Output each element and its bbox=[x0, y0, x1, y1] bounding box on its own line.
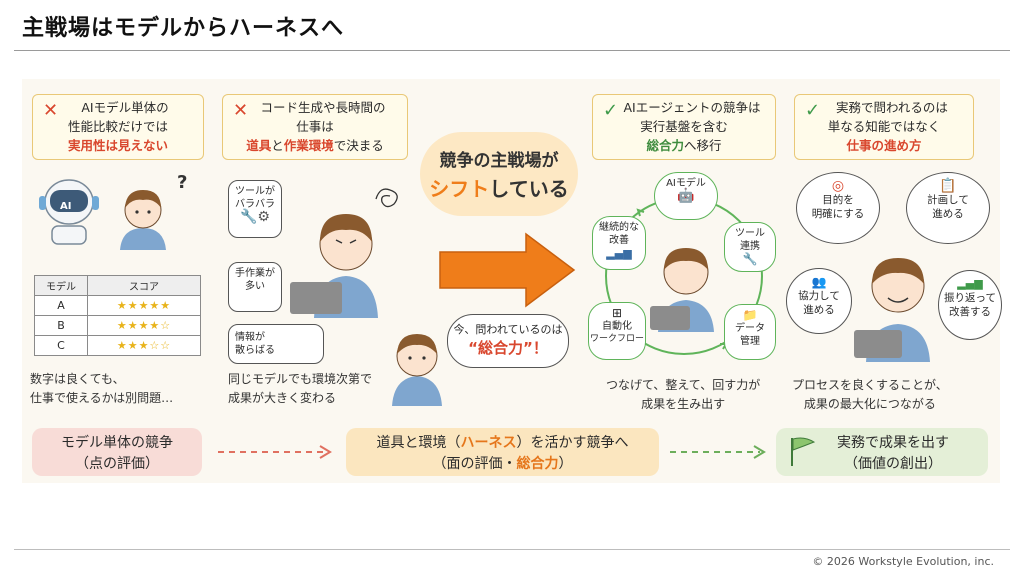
card-line: 実行基盤を含む bbox=[640, 119, 728, 134]
happy-person-laptop-icon bbox=[854, 258, 930, 362]
check-icon: ✓ bbox=[805, 100, 821, 121]
bubble-tools-scattered: ツールがバラバラ 🔧⚙ bbox=[228, 180, 282, 238]
card-line: 単なる知能ではなく bbox=[827, 119, 941, 134]
slide-title: 主戦場はモデルからハーネスへ bbox=[22, 16, 345, 41]
table-header-score: スコア bbox=[87, 275, 201, 296]
cross-icon: ✕ bbox=[233, 100, 249, 121]
card-line: 実務で問われるのは bbox=[836, 100, 948, 115]
dashed-arrow-green-icon bbox=[670, 445, 766, 459]
table-row: B★★★★☆ bbox=[34, 315, 201, 336]
folder-icon: 📁 bbox=[742, 308, 758, 322]
scribble-stress-icon bbox=[375, 188, 398, 208]
wrench-icon: 🔧 bbox=[742, 252, 758, 266]
cloud-collaborate: 👥 協力して進める bbox=[786, 268, 852, 334]
card-agent-competition: ✓ AIエージェントの競争は 実行基盤を含む 総合力へ移行 bbox=[592, 94, 776, 160]
workflow-icon: ⊞ bbox=[611, 306, 623, 320]
table-row: A★★★★★ bbox=[34, 295, 201, 316]
title-divider bbox=[14, 50, 1010, 51]
checklist-icon: 📋 bbox=[939, 178, 957, 194]
pointing-person-icon bbox=[392, 334, 442, 406]
check-icon: ✓ bbox=[603, 100, 619, 121]
stressed-person-laptop-icon bbox=[290, 214, 378, 318]
card-line: 性能比較だけでは bbox=[67, 119, 168, 134]
score-table: モデルスコア A★★★★★ B★★★★☆ C★★★☆☆ bbox=[34, 275, 201, 356]
shift-line1: 競争の主戦場が bbox=[439, 151, 559, 171]
bubble-manual-work: 手作業が多い bbox=[228, 262, 282, 312]
card-highlight: 実用性は見えない bbox=[67, 138, 168, 153]
cloud-clarify-goal: ◎ 目的を明確にする bbox=[796, 172, 880, 244]
robot-label: AI bbox=[60, 201, 72, 212]
band-harness-competition: 道具と環境（ハーネス）を活かす競争へ （面の評価・総合力） bbox=[346, 428, 659, 476]
node-tool-integration: ツール連携 🔧 bbox=[724, 222, 776, 272]
bubble-info-scattered: 情報が散らばる bbox=[228, 324, 324, 364]
card-work-process: ✓ 実務で問われるのは 単なる知能ではなく 仕事の進め方 bbox=[794, 94, 974, 160]
speech-bubble-total-power: 今、問われているのは “総合力”！ bbox=[447, 314, 569, 368]
panel1-caption: 数字は良くても、仕事で使えるかは別問題… bbox=[30, 372, 174, 405]
footer-divider bbox=[14, 549, 1010, 550]
panel4-caption: プロセスを良くすることが、成果の最大化につながる bbox=[792, 378, 948, 411]
thinking-person-icon bbox=[120, 190, 166, 250]
card-line: コード生成や長時間の bbox=[260, 100, 386, 115]
big-right-arrow-icon bbox=[439, 232, 576, 308]
card-line: AIモデル単体の bbox=[81, 100, 169, 115]
band-model-competition: モデル単体の競争（点の評価） bbox=[32, 428, 202, 476]
card-tools-environment: ✕ コード生成や長時間の 仕事は 道具と作業環境で決まる bbox=[222, 94, 408, 160]
node-automation-workflow: ⊞ 自動化ワークフロー bbox=[588, 302, 646, 360]
growth-chart-icon: ▂▄▆ bbox=[957, 277, 983, 290]
card-model-only: ✕ AIモデル単体の 性能比較だけでは 実用性は見えない bbox=[32, 94, 204, 160]
shift-bubble: 競争の主戦場が シフトしている bbox=[420, 132, 578, 216]
robot-small-icon: 🤖 bbox=[677, 188, 695, 204]
table-header-model: モデル bbox=[34, 275, 88, 296]
node-data-management: 📁 データ管理 bbox=[724, 304, 776, 360]
band-deliver-results: 実務で成果を出す （価値の創出） bbox=[776, 428, 988, 476]
card-highlight: 仕事の進め方 bbox=[846, 138, 922, 153]
panel3-caption: つなげて、整えて、回す力が成果を生み出す bbox=[606, 378, 761, 411]
cloud-plan-proceed: 📋 計画して進める bbox=[906, 172, 990, 244]
people-icon: 👥 bbox=[811, 275, 827, 289]
copyright: © 2026 Workstyle Evolution, inc. bbox=[812, 555, 994, 568]
robot-icon bbox=[39, 179, 99, 245]
cloud-reflect-improve: ▂▄▆ 振り返って改善する bbox=[938, 270, 1002, 340]
stars-rating: ★★★★★ bbox=[87, 295, 201, 316]
cross-icon: ✕ bbox=[43, 100, 59, 121]
node-continuous-improvement: 継続的な改善 ▂▄▆ bbox=[592, 216, 646, 270]
card-line-3: 総合力へ移行 bbox=[646, 138, 722, 153]
card-line-3: 道具と作業環境で決まる bbox=[246, 138, 384, 153]
wrench-gear-icon: 🔧⚙ bbox=[240, 209, 270, 225]
card-line: AIエージェントの競争は bbox=[623, 100, 761, 115]
dashed-arrow-red-icon bbox=[218, 445, 332, 459]
bar-chart-icon: ▂▄▆ bbox=[606, 247, 632, 260]
stars-rating: ★★★☆☆ bbox=[87, 335, 201, 356]
node-ai-model: AIモデル 🤖 bbox=[654, 172, 718, 220]
panel2-caption: 同じモデルでも環境次第で成果が大きく変わる bbox=[228, 372, 373, 405]
person-center-laptop-icon bbox=[650, 248, 714, 332]
card-line: 仕事は bbox=[296, 119, 334, 134]
question-mark: ? bbox=[177, 172, 188, 193]
table-row: C★★★☆☆ bbox=[34, 335, 201, 356]
target-icon: ◎ bbox=[831, 178, 845, 194]
flag-icon bbox=[791, 437, 816, 466]
stars-rating: ★★★★☆ bbox=[87, 315, 201, 336]
shift-line2: シフトしている bbox=[429, 177, 569, 201]
